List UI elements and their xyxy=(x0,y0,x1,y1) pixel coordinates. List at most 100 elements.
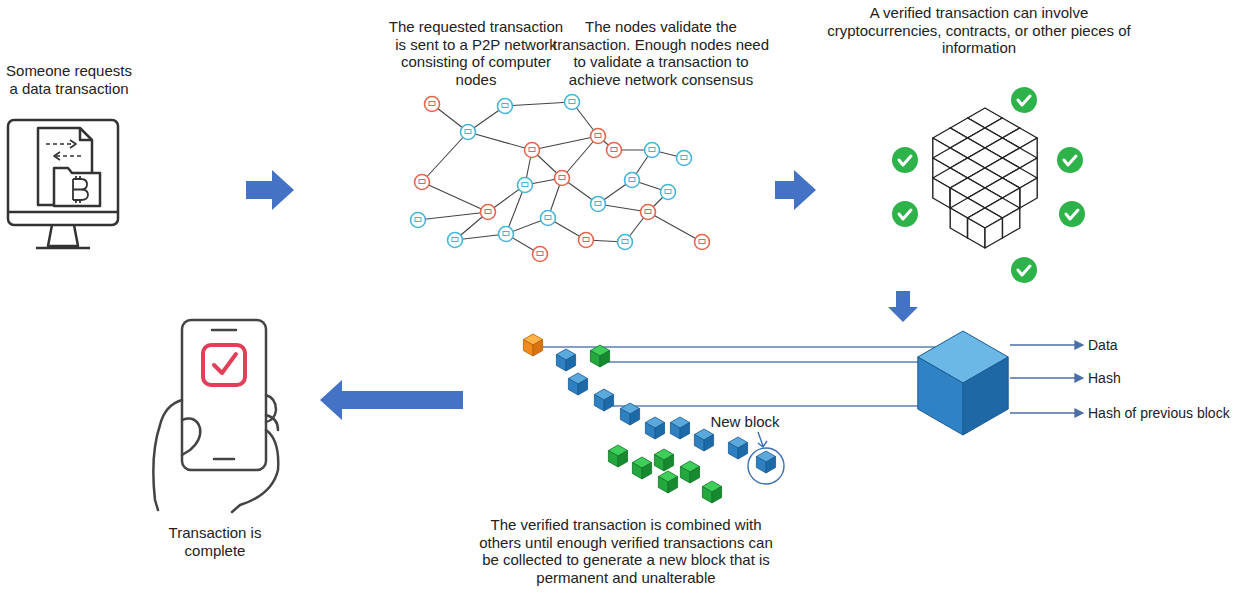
step-caption: The requested transaction is sent to a P… xyxy=(386,18,566,88)
network-node xyxy=(448,233,463,248)
computer-icon xyxy=(8,120,118,248)
flow-stage: Someone requests a data transaction xyxy=(0,55,240,265)
check-badge xyxy=(892,201,918,227)
network-node-device xyxy=(649,148,655,152)
lattice-cube xyxy=(1020,178,1037,208)
illustration-part xyxy=(232,430,278,512)
chain-block xyxy=(728,443,738,460)
network-node xyxy=(645,143,660,158)
chain-block xyxy=(668,477,678,494)
network-link xyxy=(422,182,488,212)
field-label: Data xyxy=(1088,337,1246,353)
illustration-part xyxy=(214,354,236,373)
network-link xyxy=(505,102,572,106)
network-node xyxy=(481,205,496,220)
network-node-device xyxy=(583,238,589,242)
lattice-cube xyxy=(933,178,950,208)
network-node xyxy=(625,173,640,188)
network-node-device xyxy=(485,210,491,214)
network-link xyxy=(422,132,468,182)
network-node-device xyxy=(545,216,551,220)
network-node xyxy=(591,197,606,212)
illustration-part xyxy=(1075,409,1083,417)
illustration-part xyxy=(1010,344,1078,345)
chain-block xyxy=(620,409,630,426)
chain-block xyxy=(738,443,748,460)
network-node xyxy=(677,151,692,166)
network-node-device xyxy=(415,218,421,222)
chain-block xyxy=(645,423,655,440)
illustration-part xyxy=(8,211,118,214)
network-node-device xyxy=(629,178,635,182)
chain-block xyxy=(704,435,714,452)
network-node xyxy=(661,185,676,200)
chain-block xyxy=(702,487,712,504)
check-mark xyxy=(1064,156,1076,165)
chain-block xyxy=(680,423,690,440)
flow-stage: The requested transaction is sent to a P… xyxy=(300,10,771,260)
illustration-part xyxy=(54,152,60,160)
illustration-part xyxy=(612,405,960,406)
network-node-device xyxy=(522,183,528,187)
network-node xyxy=(618,235,633,250)
illustration-part xyxy=(80,128,92,140)
illustration-part xyxy=(214,458,234,461)
network-link xyxy=(468,132,532,150)
illustration-part xyxy=(1075,374,1083,382)
field-label: Hash of previous block xyxy=(1088,405,1246,421)
network-node-device xyxy=(465,130,471,134)
network-node xyxy=(533,247,548,262)
network-node xyxy=(415,175,430,190)
network-node-device xyxy=(529,148,535,152)
chain-block xyxy=(680,467,690,484)
illustration-part xyxy=(54,168,100,206)
network-node-device xyxy=(559,176,565,180)
network-node xyxy=(525,143,540,158)
network-node xyxy=(695,235,710,250)
chain-block xyxy=(712,487,722,504)
check-badge xyxy=(1011,257,1037,283)
chain-block xyxy=(756,457,766,474)
network-node xyxy=(579,233,594,248)
illustration-part xyxy=(1010,377,1078,378)
network-node xyxy=(541,211,556,226)
network-node-device xyxy=(503,232,509,236)
chain-block xyxy=(568,379,578,396)
block-cube-face xyxy=(918,357,963,435)
chain-block xyxy=(533,340,543,357)
chain-block xyxy=(578,379,588,396)
illustration-part xyxy=(266,415,278,430)
lattice-cube xyxy=(950,208,967,238)
lattice-cube xyxy=(1002,208,1019,238)
check-badge xyxy=(1059,201,1085,227)
chain-block xyxy=(523,340,533,357)
network-node xyxy=(607,143,622,158)
network-node-device xyxy=(429,102,435,106)
chain-block xyxy=(670,423,680,440)
chain-block xyxy=(632,463,642,480)
check-badge xyxy=(892,147,918,173)
network-node xyxy=(499,227,514,242)
chain-block xyxy=(654,455,664,472)
network-node xyxy=(498,99,513,114)
illustration-part xyxy=(70,140,76,148)
chain-block xyxy=(566,355,576,372)
field-label: Hash xyxy=(1088,370,1246,386)
network-node-device xyxy=(645,210,651,214)
network-node-device xyxy=(419,180,425,184)
flow-stage: Transaction is complete xyxy=(140,300,305,570)
network-node-device xyxy=(611,148,617,152)
network-node xyxy=(411,213,426,228)
flow-stage: DataHashHash of previous block xyxy=(895,328,1248,448)
cube-leader-arrows xyxy=(1010,341,1083,417)
lattice-cube xyxy=(985,218,1002,248)
flow-stage: New blockThe verified transaction is com… xyxy=(478,335,800,590)
chain-block xyxy=(766,457,776,474)
flow-arrow xyxy=(775,170,816,210)
chain-block xyxy=(594,395,604,412)
chain-block xyxy=(694,435,704,452)
network-node xyxy=(518,178,533,193)
